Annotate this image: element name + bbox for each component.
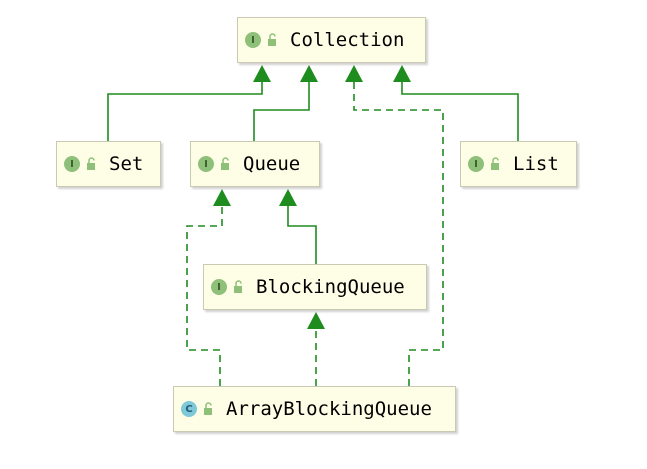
node-queue[interactable]: I Queue [190, 141, 320, 187]
edge-queue-to-collection [253, 65, 318, 141]
interface-badge-icon: I [245, 32, 261, 48]
node-label: List [513, 153, 559, 175]
edge-list-to-collection [393, 65, 519, 141]
node-label: BlockingQueue [256, 276, 405, 298]
unlock-icon [87, 157, 95, 170]
interface-badge-icon: I [468, 156, 484, 172]
arrowhead-icon [279, 189, 297, 206]
edge-arrayblockingqueue-to-blockingqueue [307, 312, 325, 386]
node-label: Collection [290, 29, 405, 51]
node-array-blocking-queue[interactable]: C ArrayBlockingQueue [173, 386, 456, 432]
arrowhead-icon [345, 65, 363, 82]
interface-badge-icon: I [211, 279, 227, 295]
node-label: ArrayBlockingQueue [226, 398, 432, 420]
unlock-icon [221, 157, 229, 170]
interface-badge-icon: I [64, 156, 80, 172]
unlock-icon [234, 280, 242, 293]
unlock-icon [204, 402, 212, 415]
unlock-icon [491, 157, 499, 170]
arrowhead-icon [213, 189, 231, 206]
node-list[interactable]: I List [460, 141, 577, 187]
edge-set-to-collection [107, 65, 271, 141]
node-label: Queue [243, 153, 301, 175]
node-collection[interactable]: I Collection [237, 17, 426, 63]
arrowhead-icon [307, 312, 325, 329]
node-label: Set [109, 153, 144, 175]
node-blocking-queue[interactable]: I BlockingQueue [203, 264, 427, 310]
arrowhead-icon [300, 65, 318, 82]
edge-arrayblockingqueue-to-queue [186, 189, 231, 386]
edge-blockingqueue-to-queue [279, 189, 317, 264]
class-badge-icon: C [181, 401, 197, 417]
interface-badge-icon: I [198, 156, 214, 172]
unlock-icon [268, 33, 276, 46]
edge-arrayblockingqueue-to-collection [345, 65, 444, 386]
arrowhead-icon [393, 65, 411, 82]
node-set[interactable]: I Set [56, 141, 161, 187]
arrowhead-icon [253, 65, 271, 82]
